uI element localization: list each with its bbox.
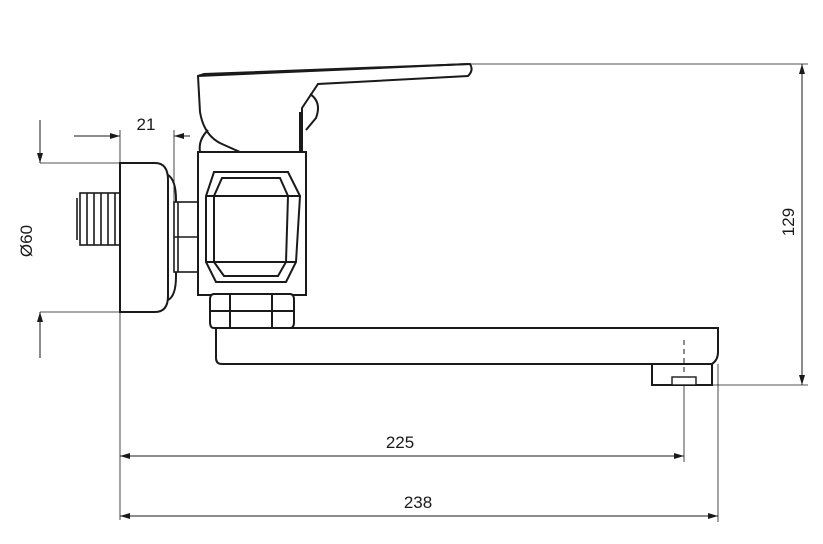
hex-nut <box>209 293 295 329</box>
lever-handle <box>196 62 473 153</box>
dimension-overall-length-label: 238 <box>404 493 432 512</box>
dimension-height: 129 <box>470 63 808 386</box>
dimension-flange-offset-label: 21 <box>137 115 156 134</box>
dimension-spout-reach: 225 <box>119 312 685 520</box>
dimension-flange-offset: 21 <box>74 115 190 202</box>
wall-flange <box>119 162 177 313</box>
dimension-diameter: Ø60 <box>17 120 120 358</box>
threaded-connector <box>76 192 121 246</box>
dimension-diameter-label: Ø60 <box>17 225 36 257</box>
faucet-body <box>197 151 307 296</box>
dimension-overall-length: 238 <box>120 364 719 522</box>
spout <box>215 327 719 386</box>
dimension-height-label: 129 <box>779 208 798 236</box>
dimension-spout-reach-label: 225 <box>386 433 414 452</box>
